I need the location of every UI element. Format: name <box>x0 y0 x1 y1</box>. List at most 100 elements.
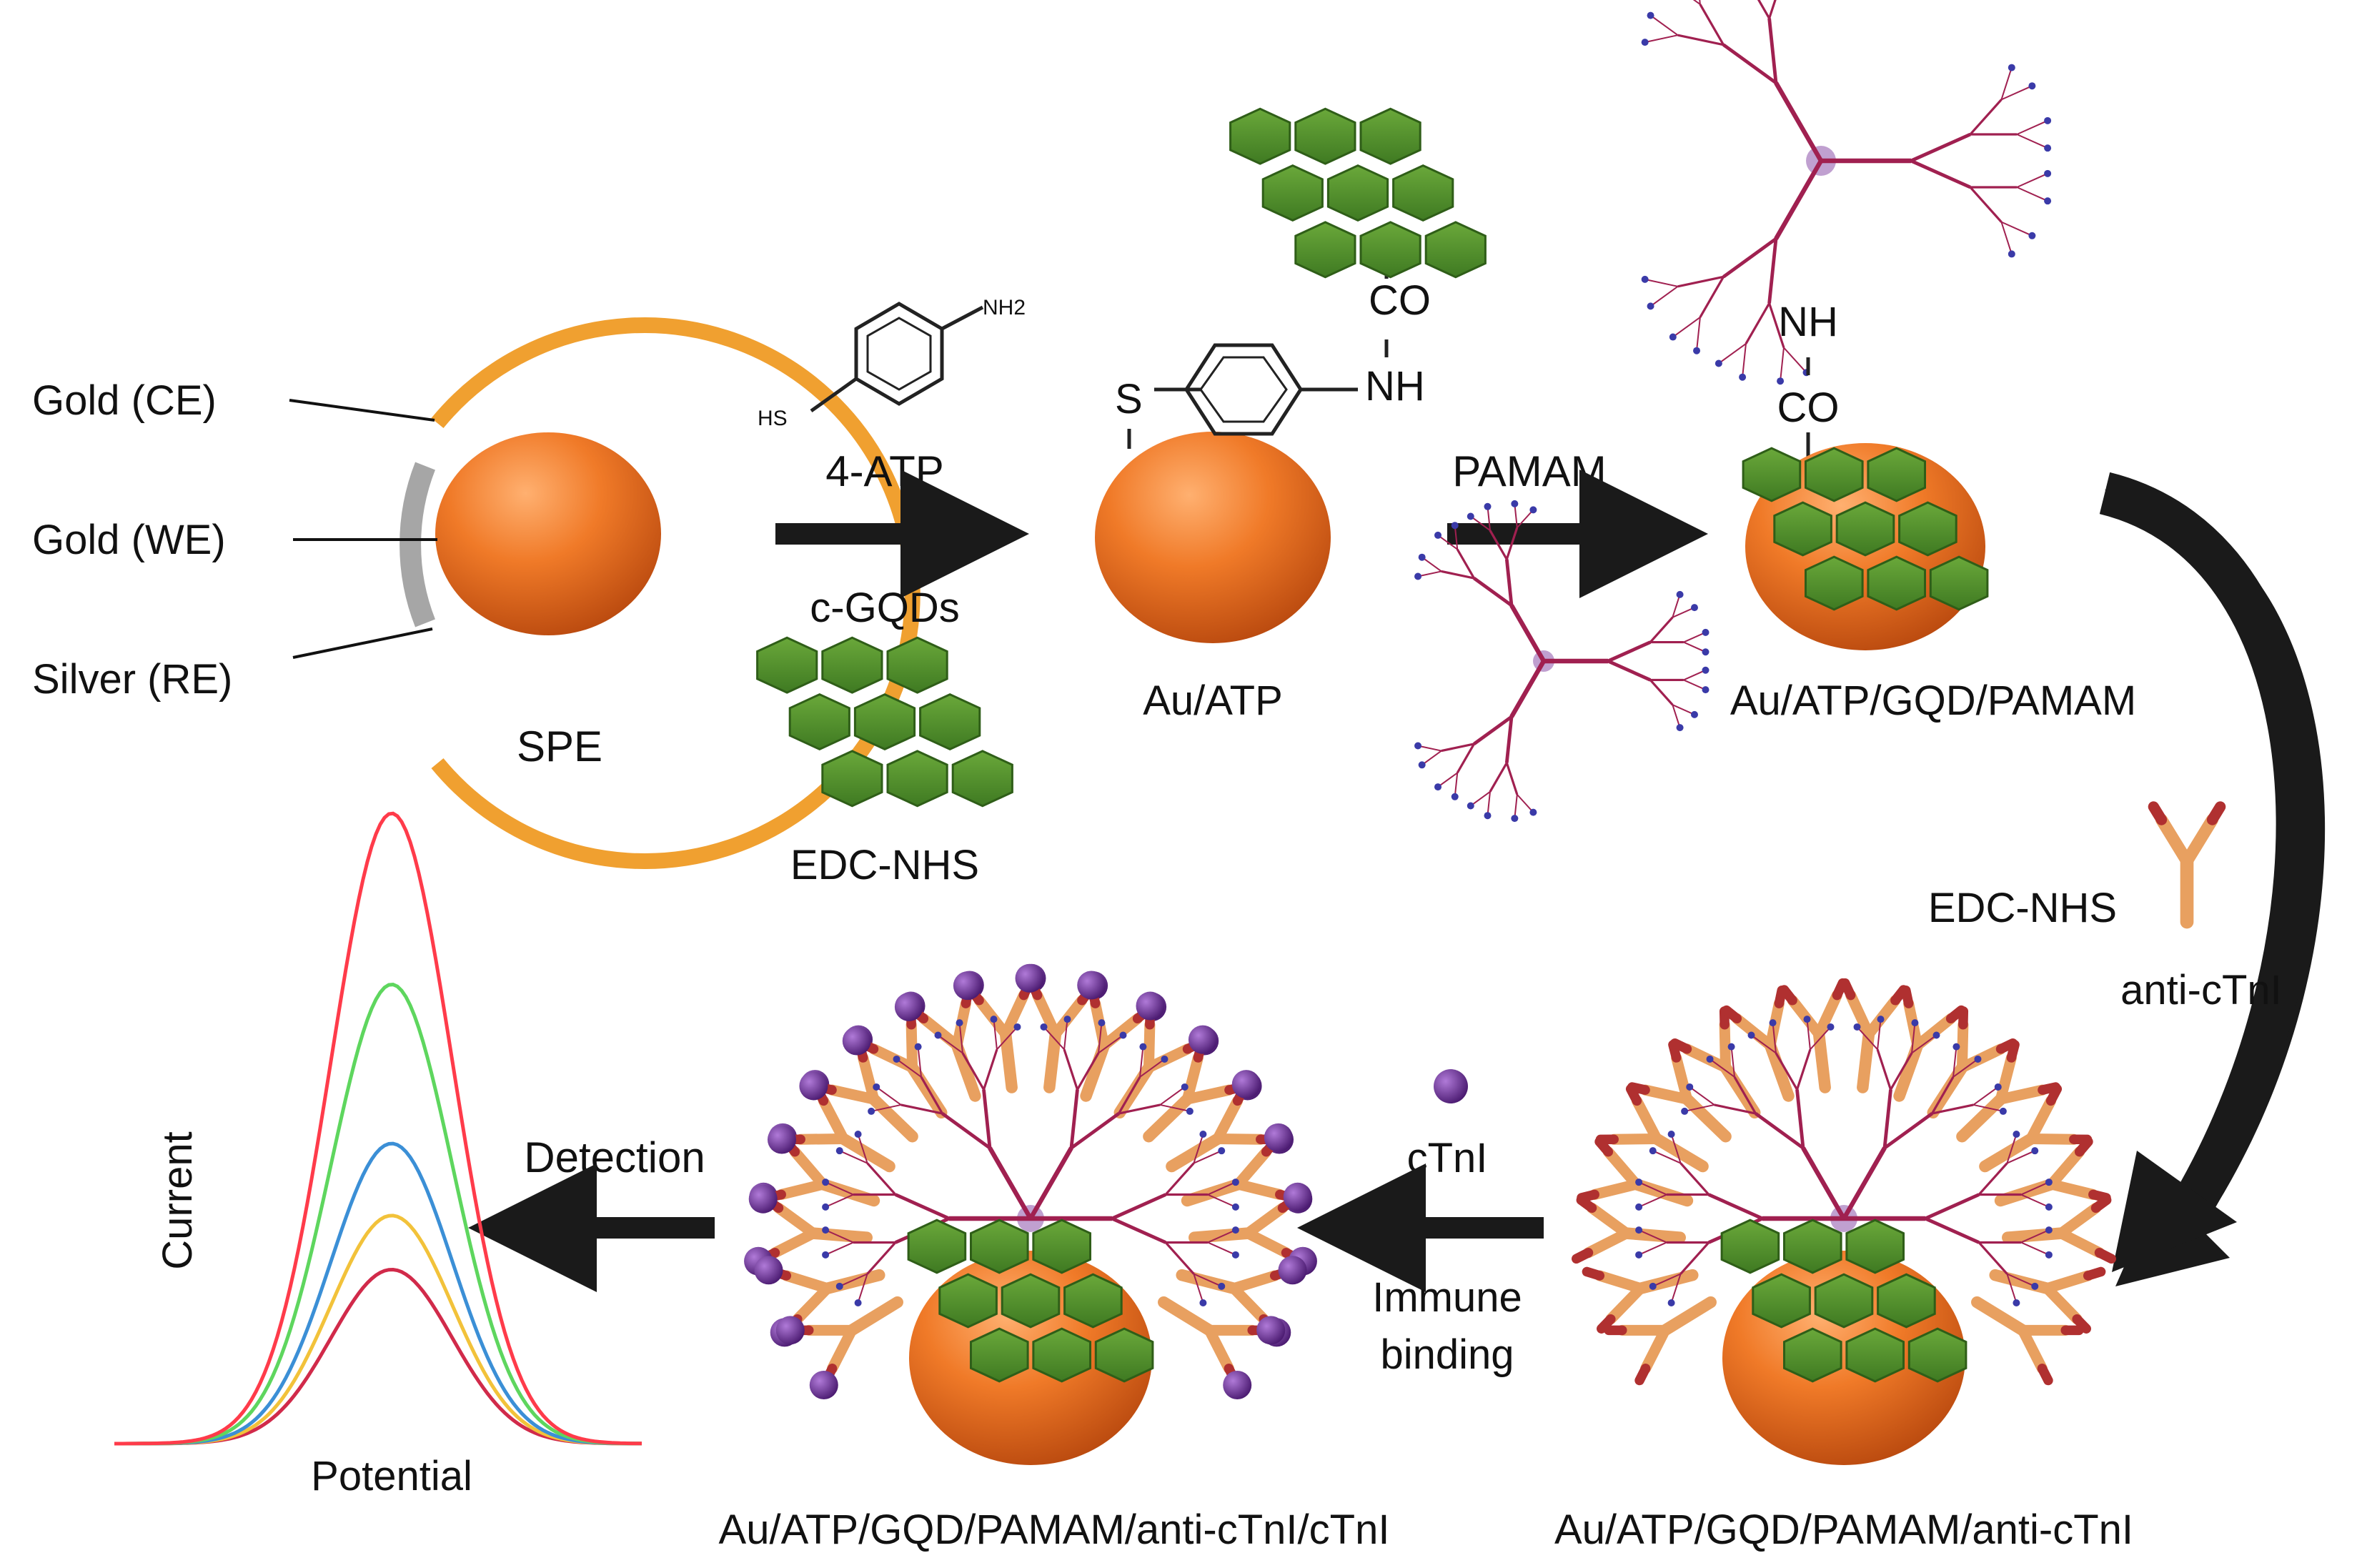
dendrimer-branch <box>982 1048 998 1091</box>
dendrimer-branch <box>2001 85 2033 101</box>
dendrimer-terminal <box>822 1226 830 1234</box>
dendrimer-branch <box>1509 604 1546 663</box>
antibody-arm <box>1671 1052 1693 1105</box>
dendrimer-terminal <box>1715 359 1722 367</box>
dendrimer-terminal <box>1186 1107 1194 1115</box>
dendrimer-terminal <box>1218 1282 1226 1290</box>
antibody-arm <box>1631 1095 1662 1145</box>
stage-au-atp-gqd-pamam: NH CO Au/ATP/GQD/PAMAM <box>1641 0 2136 724</box>
dendrimer-terminal <box>1414 742 1422 750</box>
dendrimer-branch <box>1160 1103 1191 1112</box>
pamam-dendrimer-free <box>1414 500 1710 823</box>
antibody-arm <box>773 1202 819 1239</box>
dendrimer-branch <box>1421 750 1442 766</box>
dendrimer-branch <box>1677 275 1724 288</box>
graphene-hexagon <box>1814 1273 1874 1329</box>
dendrimer-branch <box>1164 1241 1195 1275</box>
antibody-icon <box>2148 801 2226 929</box>
graphene-hexagon <box>1063 1273 1123 1329</box>
dendrimer-branch <box>1207 1181 1236 1196</box>
dendrimer-branch <box>1683 641 1706 653</box>
antibody-arm <box>789 1146 828 1190</box>
step4-group: cTnI Immune binding <box>1297 1069 1544 1378</box>
pamam-dendrimer-top <box>1641 0 2052 385</box>
dendrimer-branch <box>1882 1089 1892 1148</box>
antibody-tip <box>2206 801 2226 825</box>
dendrimer-terminal <box>1911 1019 1919 1027</box>
dendrimer-branch <box>1733 1076 1757 1114</box>
dendrimer-branch <box>1063 1019 1068 1050</box>
dendrimer-terminal <box>1161 1055 1168 1063</box>
step2-group: PAMAM <box>1414 447 1710 823</box>
atp-molecule: NH2 HS <box>758 296 1026 430</box>
label-gold-ce: Gold (CE) <box>32 377 217 424</box>
antibody-arm <box>1181 1084 1235 1105</box>
antibody-arm <box>1228 1270 1281 1294</box>
dendrimer-branch <box>1505 762 1519 795</box>
antibody-tip <box>2074 1136 2093 1157</box>
atp-s: S <box>1115 376 1143 422</box>
dendrimer-branch <box>982 1089 992 1148</box>
dendrimer-terminal <box>934 1031 942 1039</box>
dendrimer-terminal <box>914 1043 922 1051</box>
dendrimer-terminal <box>1690 604 1698 612</box>
ctni-antigen <box>1077 971 1106 1000</box>
benzene-ring-atp <box>1184 343 1303 436</box>
atp-co: CO <box>1369 277 1431 324</box>
dendrimer-terminal <box>1641 39 1649 46</box>
dendrimer-branch <box>1111 1216 1166 1244</box>
silver-re-arc <box>400 462 435 627</box>
dendrimer-branch <box>1795 1048 1812 1091</box>
dendrimer-branch <box>1876 1048 1892 1091</box>
antibody-arm <box>1098 1013 1143 1051</box>
dendrimer-branch <box>920 1076 943 1114</box>
dendrimer-branch <box>917 1046 922 1078</box>
dendrimer-branch <box>2016 187 2048 202</box>
dendrimer-terminal <box>1667 1299 1675 1306</box>
dendrimer-branch <box>1689 1086 1715 1106</box>
dendrimer-branch <box>1969 186 2003 223</box>
dendrimer-branch <box>961 1052 985 1091</box>
dendrimer-terminal <box>1434 531 1442 539</box>
dendrimer-terminal <box>1119 1031 1127 1039</box>
antibody-arm <box>769 1228 819 1259</box>
dendrimer-branch <box>1417 745 1442 752</box>
atp-hs: HS <box>758 407 788 430</box>
dendrimer-branch <box>1883 1112 1933 1150</box>
graphene-hexagon <box>1032 1219 1091 1274</box>
dendrimer-branch <box>958 1023 963 1053</box>
dendrimer-branch <box>2000 222 2013 254</box>
antibody-arm <box>795 1133 849 1145</box>
antibody-tip <box>2090 1195 2112 1214</box>
antibody-tip <box>1840 978 1856 1001</box>
ctni-antigen-icon <box>1434 1069 1468 1103</box>
antibody-stem <box>1857 1028 1875 1093</box>
label-silver-re: Silver (RE) <box>32 656 232 703</box>
dendrimer-terminal <box>1040 1023 1048 1031</box>
dendrimer-terminal <box>1932 1031 1940 1039</box>
dendrimer-terminal <box>1777 377 1785 385</box>
antibody-stem <box>1166 1133 1224 1173</box>
ctni-antigen <box>1256 1316 1286 1345</box>
atp-nh: NH <box>1365 363 1425 410</box>
antibody-arm <box>1143 1019 1156 1073</box>
antibody-arm <box>1995 1084 2048 1105</box>
antibody-arm <box>2155 813 2193 868</box>
dendrimer-terminal <box>1231 1251 1239 1259</box>
dendrimer-terminal <box>1635 1251 1643 1259</box>
dendrimer-branch <box>1473 715 1513 745</box>
stage-antigen: Au/ATP/GQD/PAMAM/anti-cTnI/cTnI <box>719 963 1389 1553</box>
dendrimer-branch <box>1709 1058 1735 1078</box>
dendrimer-terminal <box>1451 793 1459 800</box>
dpv-curve <box>114 811 642 1446</box>
dendrimer-branch <box>1978 1241 2008 1275</box>
dendrimer-branch <box>988 1146 1033 1220</box>
antibody-arm <box>2046 1179 2099 1200</box>
antibody-arm <box>1582 1228 1632 1259</box>
antibody-arm <box>818 1095 849 1145</box>
dendrimer-terminal <box>1702 628 1710 636</box>
dendrimer-branch <box>825 1181 854 1196</box>
antibody-arm <box>1995 1052 2017 1105</box>
antibody-stem <box>837 1133 895 1173</box>
dendrimer-terminal <box>1693 347 1701 354</box>
